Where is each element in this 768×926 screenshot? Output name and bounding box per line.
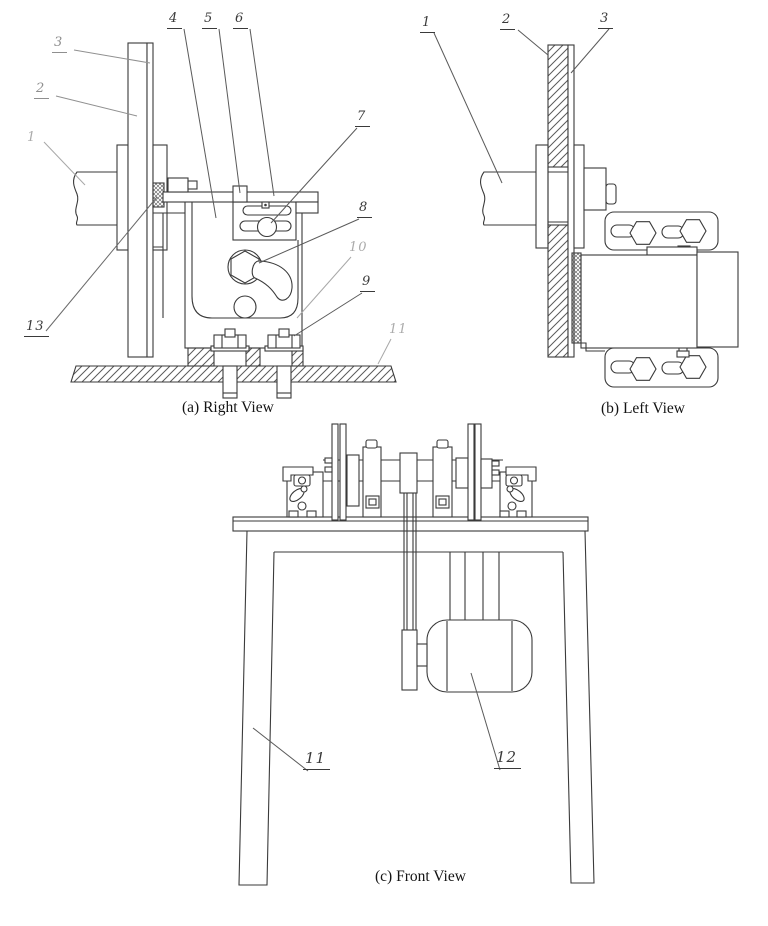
leader-b1 <box>433 32 503 184</box>
anchor-bolt-left <box>210 328 250 399</box>
hub-left <box>535 144 549 249</box>
caliper-body <box>580 254 698 349</box>
disc-plate <box>127 42 148 358</box>
leader-a10 <box>296 256 352 319</box>
disc-face-plate <box>146 42 154 358</box>
disc-right-a <box>467 423 475 521</box>
bottom-clamp-bracket <box>604 344 719 388</box>
shaft-end-bolt <box>583 167 607 211</box>
part-label-a2: 2 <box>34 81 50 99</box>
leader-a3 <box>73 49 151 64</box>
part-label-a4: 4 <box>167 11 183 29</box>
hub-right <box>573 144 585 249</box>
caption-front-view: (c) Front View <box>375 868 466 885</box>
part-label-b3: 3 <box>598 11 614 29</box>
flange-left <box>346 454 360 507</box>
table-top <box>232 516 589 532</box>
end-bracket-right <box>499 466 537 518</box>
end-bracket-left <box>282 466 324 518</box>
disc-left-b <box>339 423 347 521</box>
disc-plate-section-upper <box>547 44 569 168</box>
motor-pulley <box>401 629 418 691</box>
hub-bolt-4 <box>491 469 500 476</box>
mount-block-hatch-left <box>187 347 215 367</box>
lever-handle <box>251 260 293 301</box>
hub-bolt-3 <box>491 460 500 467</box>
leader-c12 <box>470 672 501 771</box>
leader-a1 <box>43 141 86 186</box>
part-label-b2: 2 <box>500 12 516 30</box>
table-leg-left <box>238 530 275 886</box>
hub-bolt-1 <box>324 457 333 464</box>
part-label-a1: 1 <box>27 130 37 145</box>
bearing-block-left <box>362 439 382 518</box>
part-label-a11: 11 <box>389 322 408 337</box>
leader-c11 <box>252 727 309 772</box>
part-label-a5: 5 <box>202 11 218 29</box>
anchor-bolt-right <box>264 328 304 399</box>
leader-a7 <box>270 127 358 224</box>
part-label-a7: 7 <box>355 109 371 127</box>
belt <box>403 493 417 631</box>
part-label-a8: 8 <box>357 200 373 218</box>
clamp-screw <box>187 180 198 190</box>
disc-right-b <box>474 423 482 521</box>
part-label-a13: 13 <box>24 319 49 337</box>
caliper-step <box>646 246 698 256</box>
caption-left-view: (b) Left View <box>601 400 686 417</box>
flange-right <box>455 457 469 489</box>
front-view-drawing <box>232 423 595 886</box>
disc-left-a <box>331 423 339 521</box>
leader-a13 <box>45 196 158 332</box>
shaft <box>480 171 536 226</box>
part-label-b1: 1 <box>420 15 436 33</box>
friction-lining <box>571 252 582 344</box>
clamp-block <box>167 177 189 193</box>
knurled-nut <box>152 182 165 208</box>
left-view-drawing <box>480 44 739 388</box>
motor-body <box>426 619 533 693</box>
leader-b3 <box>570 28 610 74</box>
motor-hanger-rods <box>449 552 500 620</box>
part-label-c11: 11 <box>303 749 331 770</box>
slot-pin-dot <box>264 203 267 207</box>
part-label-a3: 3 <box>52 35 68 53</box>
lower-link <box>574 342 605 352</box>
leader-a8 <box>258 218 360 264</box>
hub-right-c <box>480 458 493 489</box>
motor-shaft-stub <box>416 643 428 667</box>
leader-lines <box>43 28 610 772</box>
part-label-c12: 12 <box>494 748 522 769</box>
drive-pulley <box>399 452 418 494</box>
arm-tab <box>232 185 248 203</box>
arm-end-tab <box>295 201 319 214</box>
hub-bolt-2 <box>324 466 333 473</box>
leader-a9 <box>293 292 363 337</box>
table-leg-right <box>562 530 595 884</box>
shaft-end-tip <box>605 183 617 205</box>
roller <box>696 251 739 348</box>
part-label-a6: 6 <box>233 11 249 29</box>
leader-a4 <box>183 28 217 219</box>
leader-a6 <box>249 28 275 197</box>
bearing-block-right <box>432 439 453 518</box>
shaft <box>73 171 117 226</box>
caption-right-view: (a) Right View <box>182 399 274 416</box>
right-view-drawing <box>70 42 397 399</box>
leader-a5 <box>218 28 241 194</box>
lower-hole <box>233 295 257 319</box>
leader-b2 <box>517 29 549 56</box>
motor-end-caps <box>446 621 513 691</box>
step-bracket <box>153 212 185 318</box>
leader-a11 <box>377 338 392 365</box>
part-label-a10: 10 <box>349 240 368 255</box>
leader-a2 <box>55 95 138 117</box>
disc-plate-section-lower <box>547 224 569 358</box>
part-label-a9: 9 <box>360 274 376 292</box>
